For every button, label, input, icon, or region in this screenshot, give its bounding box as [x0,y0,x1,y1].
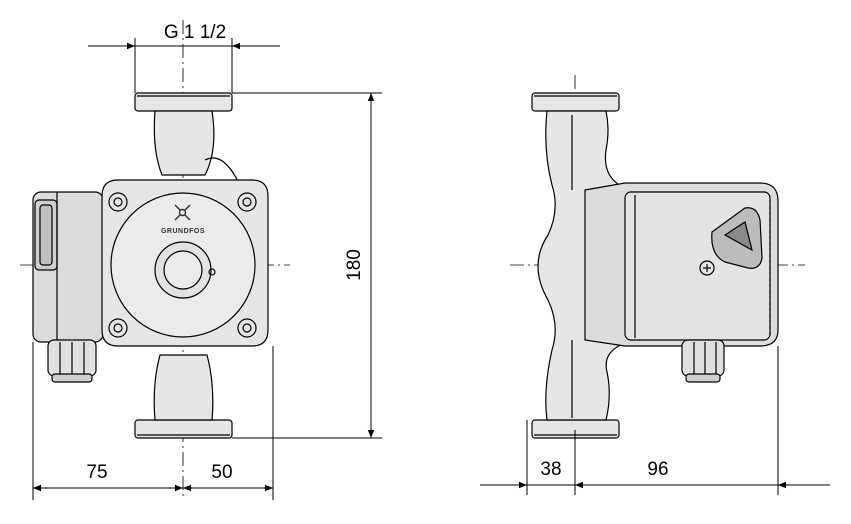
front-dimensions [32,38,382,500]
front-view [20,20,290,500]
side-cable-gland [681,339,725,383]
speed-selector-knob-icon [711,207,763,269]
side-top-flange [531,92,620,112]
front-terminal-box [32,191,104,383]
front-left-width-label: 75 [86,462,107,483]
front-top-flange [134,92,233,112]
side-depth-right-label: 96 [647,459,668,480]
side-dimensions [480,346,830,495]
front-pipe-body [153,110,215,176]
side-depth-left-label: 38 [540,459,561,480]
front-bottom-flange [134,419,233,439]
front-right-width-label: 50 [211,462,232,483]
front-pipe-body-lower [153,354,214,421]
front-bolts [108,192,257,338]
height-label: 180 [344,249,365,281]
grundfos-logo-icon [174,204,191,221]
connection-size-label: G 1 1/2 [164,22,226,43]
logo-text: GRUNDFOS [161,228,205,235]
front-rotor-cap-inner [163,250,203,290]
side-view [510,75,805,495]
front-small-screw [208,268,216,276]
